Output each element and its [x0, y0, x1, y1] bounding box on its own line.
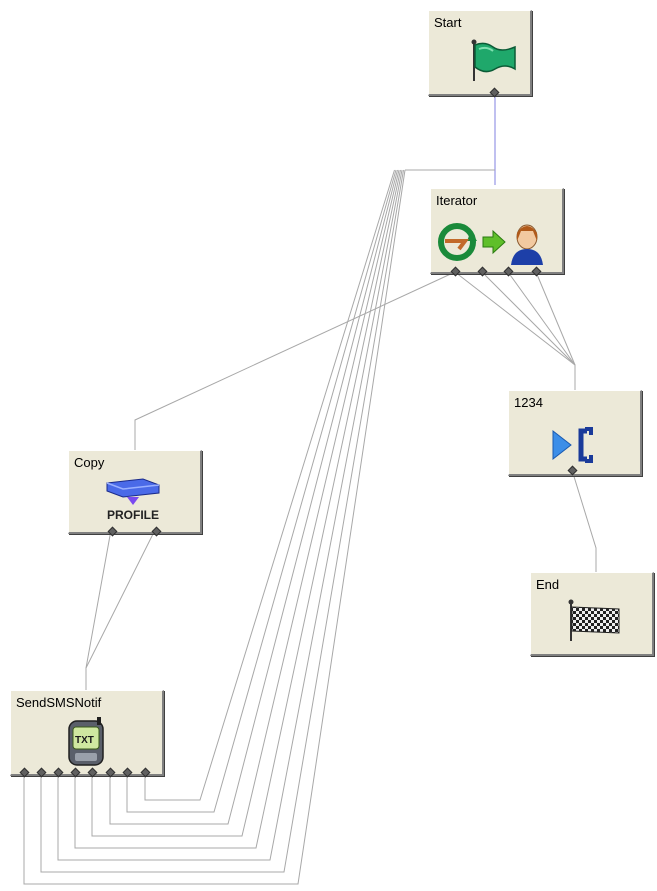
phone-label: 1234: [514, 395, 543, 410]
sms-port-2[interactable]: [36, 767, 47, 778]
send-sms-node[interactable]: SendSMSNotif TXT: [10, 690, 164, 778]
iterator-icon: [438, 223, 543, 265]
wire-sms-loop-2[interactable]: [40, 169, 404, 873]
wire-copy-sms-2[interactable]: [85, 529, 156, 669]
start-node[interactable]: Start: [428, 10, 532, 98]
sms-port-3[interactable]: [53, 767, 64, 778]
wire-iterator-copy[interactable]: [134, 271, 456, 450]
sms-port-6[interactable]: [105, 767, 116, 778]
sms-port-4[interactable]: [70, 767, 81, 778]
wire-sms-loop-6[interactable]: [109, 169, 398, 825]
green-flag-icon: [471, 39, 516, 81]
wire-sms-loop-4[interactable]: [74, 169, 401, 849]
iterator-label: Iterator: [436, 193, 478, 208]
iterator-node[interactable]: Iterator: [430, 188, 564, 277]
wire-sms-loop-8[interactable]: [144, 169, 395, 801]
sms-phone-icon: TXT: [68, 717, 104, 766]
copy-node[interactable]: Copy PROFILE: [68, 450, 202, 537]
phone-node[interactable]: 1234: [508, 390, 642, 476]
wire-iterator-phone-3[interactable]: [535, 271, 576, 366]
wire-sms-loop-1[interactable]: [23, 169, 406, 885]
copy-label: Copy: [74, 455, 105, 470]
sms-icon-text: TXT: [75, 735, 94, 746]
wire-iterator-phone-2[interactable]: [507, 271, 576, 366]
start-label: Start: [434, 15, 462, 30]
sms-port-1[interactable]: [19, 767, 30, 778]
wire-sms-loop-7[interactable]: [126, 169, 397, 813]
wire-phone-end[interactable]: [571, 469, 597, 572]
wire-sms-loop-5[interactable]: [91, 169, 400, 837]
phone-out-port[interactable]: [567, 465, 578, 476]
checkered-flag-icon: [568, 599, 620, 641]
send-sms-label: SendSMSNotif: [16, 695, 102, 710]
wire-sms-loop-3[interactable]: [57, 169, 403, 861]
start-out-port[interactable]: [489, 87, 500, 98]
sms-port-8[interactable]: [140, 767, 151, 778]
end-label: End: [536, 577, 560, 592]
copy-icon-text: PROFILE: [107, 508, 159, 522]
phone-call-icon: [552, 427, 593, 463]
wire-copy-sms-1[interactable]: [85, 529, 112, 690]
end-node[interactable]: End: [530, 572, 654, 656]
sms-port-5[interactable]: [87, 767, 98, 778]
sms-loop-wires: [23, 169, 406, 885]
sms-port-7[interactable]: [122, 767, 133, 778]
copy-profile-icon: PROFILE: [106, 478, 160, 522]
wire-iterator-phone-4[interactable]: [454, 271, 576, 366]
